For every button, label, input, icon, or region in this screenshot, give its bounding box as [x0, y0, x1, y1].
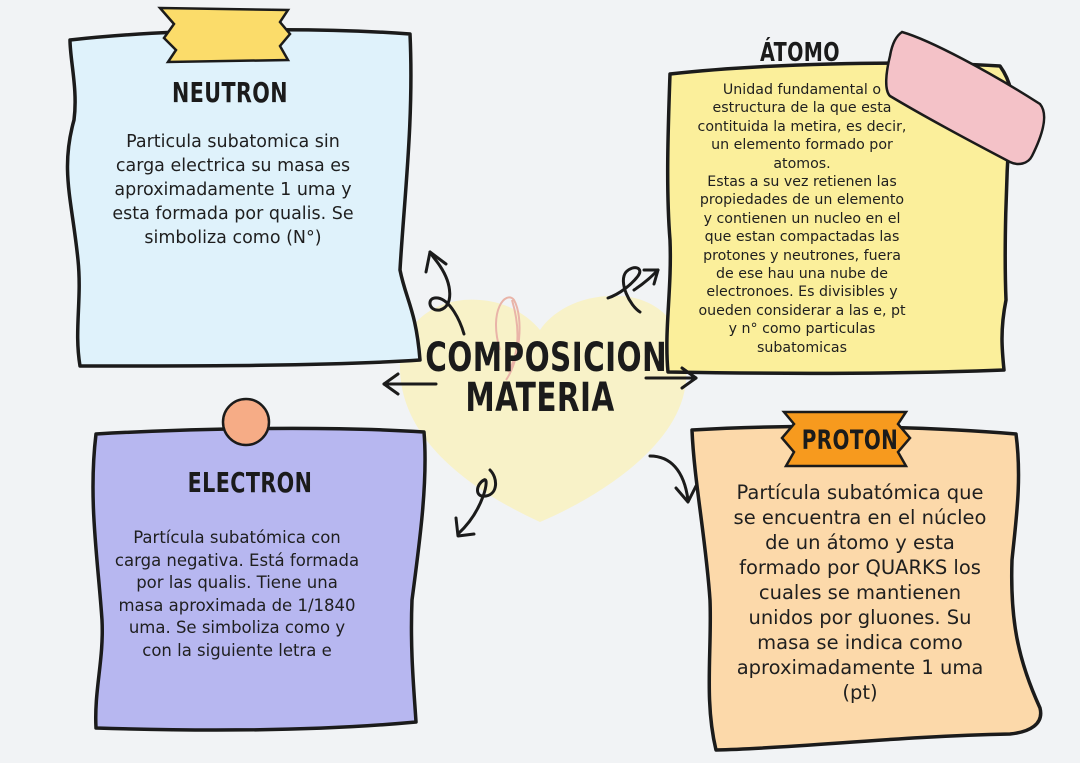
arrowhead-proton	[674, 484, 698, 504]
arrow-to-electron	[456, 468, 497, 536]
electron-circle	[221, 397, 271, 447]
atomo-title: ÁTOMO	[759, 38, 841, 68]
atomo-tape	[885, 30, 1046, 166]
proton-description: Partícula subatómica que se encuentra en…	[733, 481, 987, 704]
center-title: COMPOSICION MATERIA	[425, 335, 668, 421]
electron-card	[91, 426, 427, 732]
neutron-title: NEUTRON	[172, 76, 288, 109]
electron-description: Partícula subatómica con carga negativa.…	[114, 528, 360, 660]
arrowhead-left	[382, 372, 400, 396]
pink-scribble	[495, 296, 521, 381]
proton-title: PROTON	[801, 425, 899, 456]
arrowhead-neutron	[424, 250, 448, 274]
electron-title: ELECTRON	[187, 466, 313, 499]
neutron-tape	[157, 6, 292, 64]
arrowhead-right	[680, 366, 698, 390]
arrows	[382, 250, 698, 538]
arrow-to-proton	[648, 454, 690, 502]
neutron-description: Particula subatomica sin carga electrica…	[112, 132, 354, 248]
neutron-card	[65, 27, 422, 368]
proton-tape	[780, 410, 912, 468]
arrowhead-electron	[454, 516, 476, 538]
proton-card	[690, 424, 1043, 752]
arrowhead-atomo	[642, 268, 660, 286]
atomo-description: Unidad fundamental o estructura de la qu…	[697, 82, 907, 356]
center-heart	[399, 295, 687, 522]
arrow-to-neutron	[428, 250, 466, 336]
